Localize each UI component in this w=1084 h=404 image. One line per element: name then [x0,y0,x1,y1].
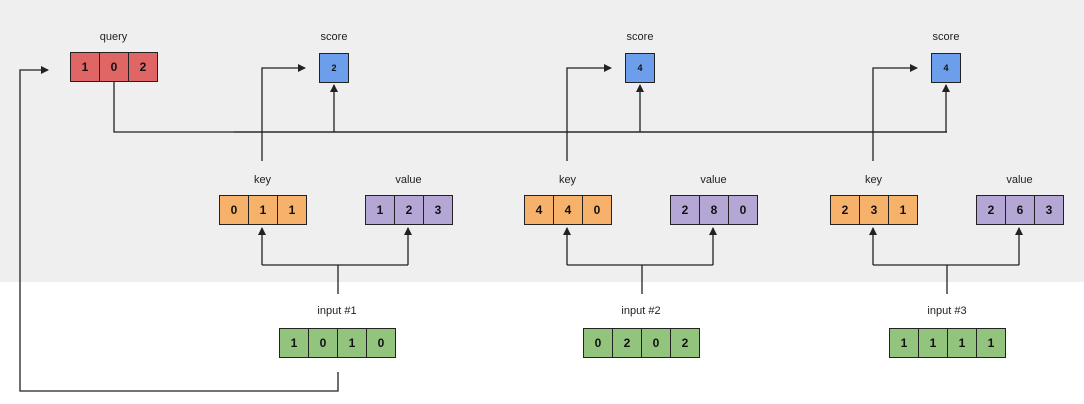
input-vector-3-cell: 1 [919,329,948,357]
input-vector-2-cell: 2 [613,329,642,357]
input-vector-2-cell: 0 [642,329,671,357]
value-vector-1-cell: 2 [395,196,424,224]
value-vector-3-cell: 2 [977,196,1006,224]
value-vector-1-cell: 1 [366,196,395,224]
input-vector-3-cell: 1 [948,329,977,357]
input-vector-1-cell: 0 [377,336,385,350]
value-vector-2-cell: 0 [739,203,747,217]
input-vector-2-cell: 0 [584,329,613,357]
input-vector-3-cell: 1 [890,329,919,357]
key-vector-1-cell: 1 [288,203,296,217]
value-vector-1-cell: 3 [434,203,442,217]
key-vector-3-cell: 2 [831,196,860,224]
input1-to-query-arrow [19,66,339,392]
query-label: query [99,31,128,43]
score-box-3: 4 [931,53,961,83]
value-label-3: value [1006,174,1033,186]
key-to-score-arrow-2 [566,64,612,161]
value-vector-3-cell: 6 [1006,196,1035,224]
query-vector-cell: 2 [139,60,147,74]
input-vector-2-cell: 2 [681,336,689,350]
score-value-1: 2 [331,63,337,73]
score-label-2: score [626,31,654,43]
score-label-3: score [932,31,960,43]
key-label-3: key [864,174,883,186]
query-bus-line [113,82,947,133]
input-label-1: input #1 [317,305,357,317]
key-vector-2-cell: 4 [525,196,554,224]
input-vector-1-cell: 1 [338,329,367,357]
key-to-score-arrow-1 [261,64,306,161]
input-vector-1-cell: 1 [280,329,309,357]
query-vector-cell: 1 [71,53,100,81]
key-to-score-arrow-3 [872,64,918,161]
key-label-2: key [558,174,577,186]
input-vector-3-cell: 1 [987,336,995,350]
background-band [0,0,1084,282]
key-vector-3-cell: 3 [860,196,889,224]
score-box-1: 2 [319,53,349,83]
score-value-2: 4 [637,63,643,73]
key-vector-3-cell: 1 [899,203,907,217]
score-value-3: 4 [943,63,949,73]
value-label-2: value [700,174,727,186]
input-label-3: input #3 [927,305,967,317]
key-vector-2-cell: 0 [593,203,601,217]
key-vector-1-cell: 1 [249,196,278,224]
key-vector-2-cell: 4 [554,196,583,224]
value-label-1: value [395,174,422,186]
key-vector-1-cell: 0 [220,196,249,224]
key-label-1: key [253,174,272,186]
score-label-1: score [320,31,348,43]
input-vector-1-cell: 0 [309,329,338,357]
value-vector-3-cell: 3 [1045,203,1053,217]
value-vector-2-cell: 2 [671,196,700,224]
value-vector-2-cell: 8 [700,196,729,224]
score-box-2: 4 [625,53,655,83]
input-label-2: input #2 [621,305,661,317]
query-vector-cell: 0 [100,53,129,81]
